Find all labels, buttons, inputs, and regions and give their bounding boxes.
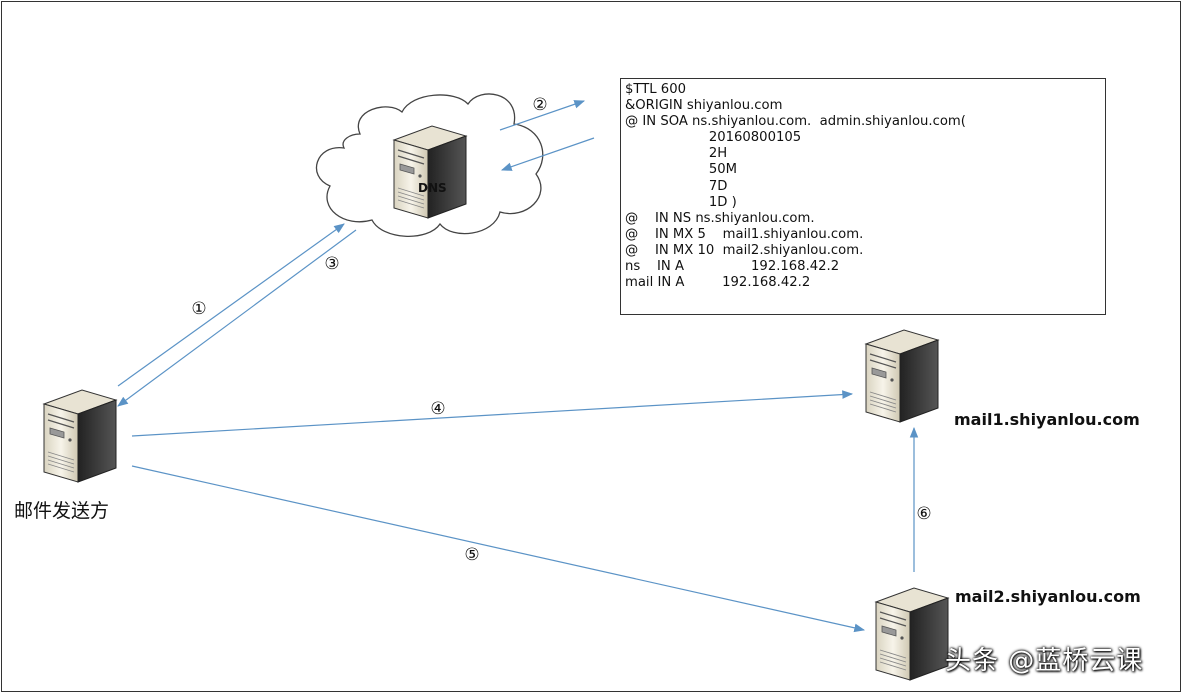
dns-label: DNS — [418, 181, 447, 195]
mail2-server-icon — [875, 587, 949, 681]
zone-line: 20160800105 — [625, 130, 802, 146]
zone-line: ns IN A 192.168.42.2 — [625, 259, 840, 275]
zone-line: 7D — [625, 178, 728, 194]
zone-line: @ IN NS ns.shiyanlou.com. — [625, 210, 815, 226]
mail1-server-icon — [865, 329, 939, 423]
sender-label: 邮件发送方 — [14, 500, 110, 522]
arrow-step5 — [131, 465, 866, 633]
zone-line: $TTL 600 — [625, 82, 686, 97]
mail2-label: mail2.shiyanlou.com — [955, 587, 1141, 606]
zone-line: @ IN MX 5 mail1.shiyanlou.com. — [625, 226, 864, 242]
arrow-step3 — [117, 229, 357, 407]
arrow-step1 — [117, 223, 345, 387]
zone-file-box: $TTL 600 &ORIGIN shiyanlou.com @ IN SOA … — [620, 78, 1106, 315]
zone-line: 1D ) — [625, 194, 737, 210]
step-3-label: ③ — [324, 254, 340, 274]
sender-server-icon — [43, 389, 117, 483]
zone-line: &ORIGIN shiyanlou.com — [625, 98, 783, 114]
zone-line: @ IN MX 10 mail2.shiyanlou.com. — [625, 242, 864, 258]
dns-server-icon — [393, 125, 467, 219]
step-6-label: ⑥ — [916, 504, 932, 524]
arrow-step2-back — [500, 137, 595, 171]
step-4-label: ④ — [430, 399, 446, 419]
arrow-step2-out — [499, 100, 586, 131]
zone-line: mail IN A 192.168.42.2 — [625, 275, 811, 291]
zone-line: 50M — [625, 162, 737, 178]
mail1-label: mail1.shiyanlou.com — [954, 410, 1140, 429]
watermark: 头条 @蓝桥云课 — [945, 646, 1144, 676]
step-2-label: ② — [532, 95, 548, 115]
zone-line: @ IN SOA ns.shiyanlou.com. admin.shiyanl… — [625, 114, 966, 130]
step-5-label: ⑤ — [464, 545, 480, 565]
arrow-step4 — [131, 390, 854, 437]
zone-line: 2H — [625, 146, 728, 162]
step-1-label: ① — [191, 299, 207, 319]
